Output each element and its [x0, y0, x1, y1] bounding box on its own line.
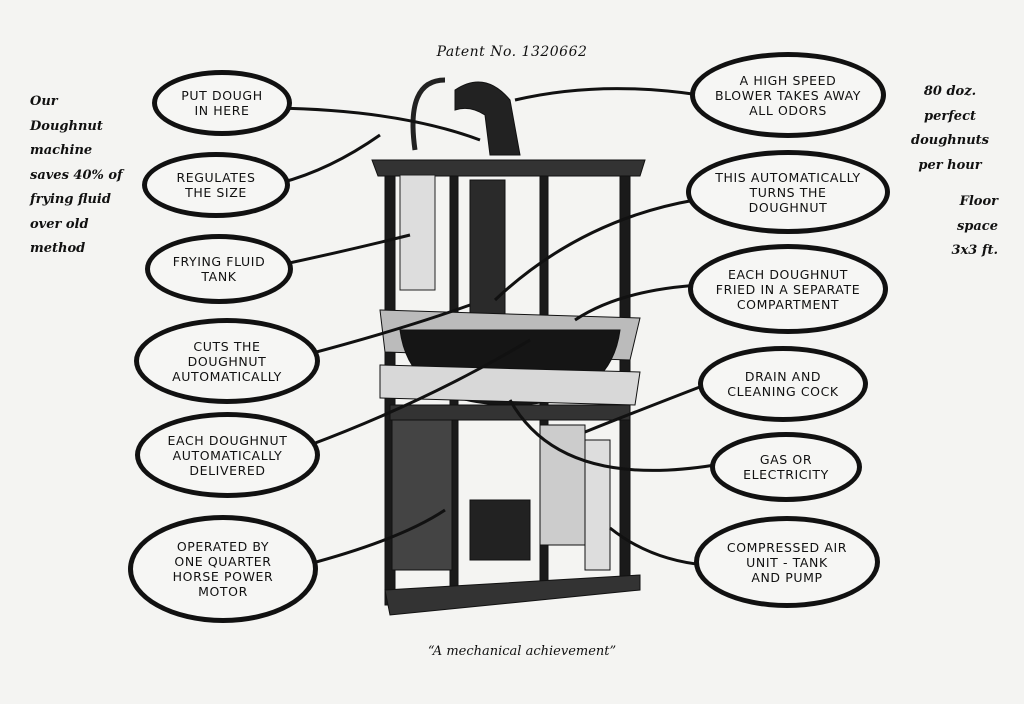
label-separate-compartment: EACH DOUGHNUT FRIED IN A SEPARATE COMPAR…: [688, 244, 888, 334]
doughnut-machine: [371, 77, 646, 616]
label-motor: OPERATED BY ONE QUARTER HORSE POWER MOTO…: [128, 515, 318, 623]
label-gas-electricity: GAS OR ELECTRICITY: [710, 432, 862, 502]
fluid-savings-note: Our Doughnut machine saves 40% of frying…: [30, 94, 123, 256]
label-frying-fluid-tank: FRYING FLUID TANK: [145, 234, 293, 304]
label-blower: A HIGH SPEED BLOWER TAKES AWAY ALL ODORS: [690, 52, 886, 138]
patent-number: Patent No. 1320662: [436, 44, 588, 60]
floor-space-note: Floor space 3x3 ft.: [951, 194, 999, 258]
label-regulates-size: REGULATES THE SIZE: [142, 152, 290, 218]
pointer-arrows: [274, 87, 716, 567]
label-doughnut-delivered: EACH DOUGHNUT AUTOMATICALLY DELIVERED: [135, 412, 320, 498]
label-put-dough-in-here: PUT DOUGH IN HERE: [152, 70, 292, 136]
label-compressed-air: COMPRESSED AIR UNIT - TANK AND PUMP: [694, 516, 880, 608]
label-turns-doughnut: THIS AUTOMATICALLY TURNS THE DOUGHNUT: [686, 150, 890, 234]
label-cuts-doughnut: CUTS THE DOUGHNUT AUTOMATICALLY: [134, 318, 320, 404]
label-drain-cock: DRAIN AND CLEANING COCK: [698, 346, 868, 422]
caption: “A mechanical achievement”: [427, 644, 617, 659]
capacity-note: 80 doz. perfect doughnuts per hour: [911, 84, 989, 173]
